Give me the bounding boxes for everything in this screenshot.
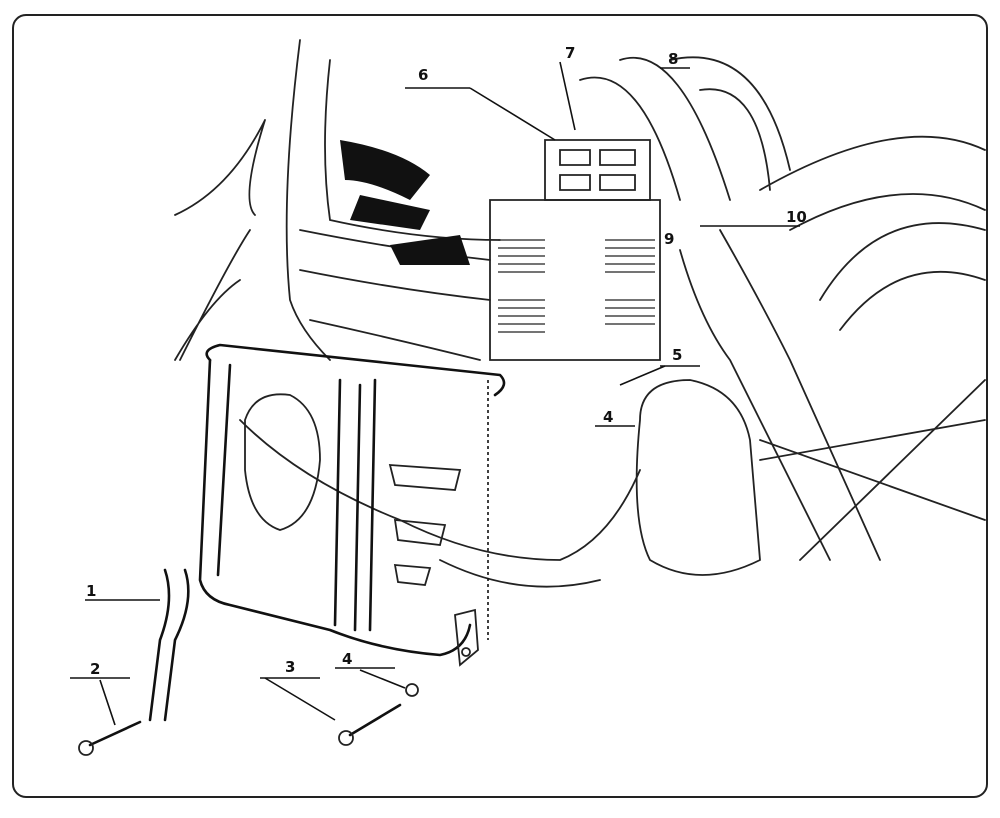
part-label-4-lower: 4 xyxy=(342,650,353,668)
bolt-3 xyxy=(338,703,402,746)
leader-lines xyxy=(70,61,800,726)
part-label-8: 8 xyxy=(668,50,679,68)
part-label-6: 6 xyxy=(418,66,429,84)
part-label-7: 7 xyxy=(565,44,576,62)
radiator xyxy=(489,139,661,361)
part-label-9: 9 xyxy=(664,230,675,248)
motorcycle-fairing xyxy=(174,39,641,588)
part-label-1: 1 xyxy=(86,582,97,600)
part-label-3: 3 xyxy=(285,658,296,676)
crash-bar xyxy=(148,343,506,722)
part-label-4-upper: 4 xyxy=(603,408,614,426)
bolt-2 xyxy=(78,720,142,756)
hoses-and-fork xyxy=(579,56,986,576)
part-label-2: 2 xyxy=(90,660,101,678)
washer-4 xyxy=(405,683,419,697)
part-label-5: 5 xyxy=(672,346,683,364)
diagram-border xyxy=(12,14,988,798)
part-label-10: 10 xyxy=(786,208,807,226)
